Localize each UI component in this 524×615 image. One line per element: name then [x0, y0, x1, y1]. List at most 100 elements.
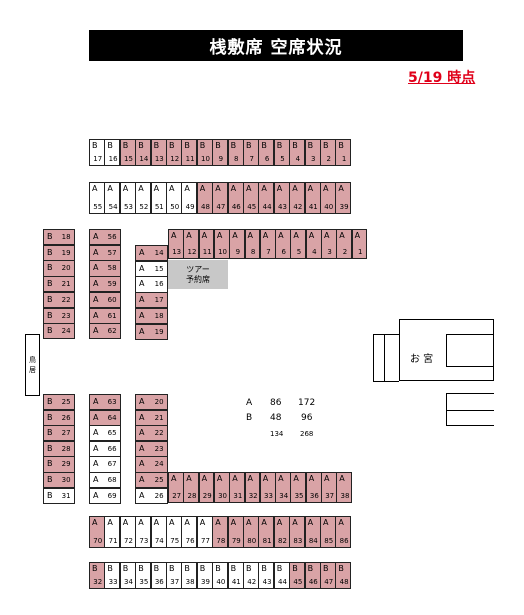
seat-a-10[interactable]: A10	[213, 229, 230, 259]
seat-a-53[interactable]: A53	[119, 182, 136, 214]
seat-a-82[interactable]: A82	[273, 516, 290, 548]
seat-b-1[interactable]: B1	[335, 139, 352, 166]
seat-b-39[interactable]: B39	[196, 562, 213, 589]
seat-a-50[interactable]: A50	[166, 182, 182, 214]
seat-a-25[interactable]: A25	[135, 472, 168, 489]
seat-b-34[interactable]: B34	[119, 562, 136, 589]
seat-a-41[interactable]: A41	[304, 182, 321, 214]
seat-a-13[interactable]: A13	[168, 229, 184, 259]
seat-b-19[interactable]: B19	[43, 244, 75, 261]
seat-b-40[interactable]: B40	[212, 562, 229, 589]
seat-a-54[interactable]: A54	[104, 182, 121, 214]
seat-a-18[interactable]: A18	[135, 307, 168, 325]
seat-a-12[interactable]: A12	[183, 229, 200, 259]
seat-a-19[interactable]: A19	[135, 323, 168, 340]
seat-a-69[interactable]: A69	[89, 487, 121, 504]
seat-b-45[interactable]: B45	[289, 562, 306, 589]
seat-a-62[interactable]: A62	[89, 323, 121, 340]
seat-b-37[interactable]: B37	[166, 562, 182, 589]
seat-a-1[interactable]: A1	[351, 229, 368, 259]
seat-a-11[interactable]: A11	[198, 229, 215, 259]
seat-b-35[interactable]: B35	[135, 562, 152, 589]
seat-a-20[interactable]: A20	[135, 394, 168, 411]
seat-b-44[interactable]: B44	[273, 562, 290, 589]
seat-a-32[interactable]: A32	[244, 472, 261, 503]
seat-a-80[interactable]: A80	[243, 516, 259, 548]
seat-a-63[interactable]: A63	[89, 394, 121, 411]
seat-a-64[interactable]: A64	[89, 409, 121, 426]
seat-a-67[interactable]: A67	[89, 456, 121, 473]
seat-b-24[interactable]: B24	[43, 323, 75, 340]
seat-a-17[interactable]: A17	[135, 292, 168, 309]
seat-b-29[interactable]: B29	[43, 456, 75, 473]
seat-a-28[interactable]: A28	[183, 472, 200, 503]
seat-b-17[interactable]: B17	[89, 139, 105, 166]
seat-a-35[interactable]: A35	[290, 472, 307, 503]
seat-a-81[interactable]: A81	[258, 516, 275, 548]
seat-a-55[interactable]: A55	[89, 182, 105, 214]
seat-a-38[interactable]: A38	[336, 472, 353, 503]
seat-a-8[interactable]: A8	[244, 229, 261, 259]
seat-b-16[interactable]: B16	[104, 139, 121, 166]
seat-b-38[interactable]: B38	[181, 562, 198, 589]
seat-b-42[interactable]: B42	[243, 562, 259, 589]
seat-a-22[interactable]: A22	[135, 425, 168, 442]
seat-a-70[interactable]: A70	[89, 516, 105, 548]
seat-a-49[interactable]: A49	[181, 182, 198, 214]
seat-b-41[interactable]: B41	[227, 562, 244, 589]
seat-a-16[interactable]: A16	[135, 276, 168, 293]
seat-a-44[interactable]: A44	[258, 182, 275, 214]
seat-b-36[interactable]: B36	[150, 562, 167, 589]
seat-a-45[interactable]: A45	[243, 182, 259, 214]
seat-a-3[interactable]: A3	[321, 229, 337, 259]
seat-a-78[interactable]: A78	[212, 516, 229, 548]
seat-a-60[interactable]: A60	[89, 291, 121, 309]
seat-b-22[interactable]: B22	[43, 291, 75, 309]
seat-b-4[interactable]: B4	[289, 139, 306, 166]
seat-a-66[interactable]: A66	[89, 440, 121, 457]
seat-b-9[interactable]: B9	[212, 139, 229, 166]
seat-a-43[interactable]: A43	[273, 182, 290, 214]
seat-b-48[interactable]: B48	[335, 562, 352, 589]
seat-a-24[interactable]: A24	[135, 456, 168, 473]
seat-b-21[interactable]: B21	[43, 276, 75, 293]
seat-b-11[interactable]: B11	[181, 139, 198, 166]
seat-a-71[interactable]: A71	[104, 516, 121, 548]
seat-a-34[interactable]: A34	[275, 472, 291, 503]
seat-b-26[interactable]: B26	[43, 409, 75, 426]
seat-a-56[interactable]: A56	[89, 229, 121, 246]
seat-a-21[interactable]: A21	[135, 409, 168, 426]
seat-b-7[interactable]: B7	[243, 139, 259, 166]
seat-b-2[interactable]: B2	[320, 139, 336, 166]
seat-b-20[interactable]: B20	[43, 260, 75, 277]
seat-a-46[interactable]: A46	[227, 182, 244, 214]
seat-a-26[interactable]: A26	[135, 487, 168, 504]
seat-a-29[interactable]: A29	[198, 472, 215, 503]
seat-b-12[interactable]: B12	[166, 139, 182, 166]
seat-a-5[interactable]: A5	[290, 229, 307, 259]
seat-a-85[interactable]: A85	[320, 516, 336, 548]
seat-a-76[interactable]: A76	[181, 516, 198, 548]
seat-a-40[interactable]: A40	[320, 182, 336, 214]
seat-a-77[interactable]: A77	[196, 516, 213, 548]
seat-b-3[interactable]: B3	[304, 139, 321, 166]
seat-b-43[interactable]: B43	[258, 562, 275, 589]
seat-a-27[interactable]: A27	[168, 472, 184, 503]
seat-a-51[interactable]: A51	[150, 182, 167, 214]
seat-b-32[interactable]: B32	[89, 562, 105, 589]
seat-a-74[interactable]: A74	[150, 516, 167, 548]
seat-b-30[interactable]: B30	[43, 472, 75, 489]
seat-b-47[interactable]: B47	[320, 562, 336, 589]
seat-a-4[interactable]: A4	[305, 229, 322, 259]
seat-a-2[interactable]: A2	[336, 229, 353, 259]
seat-a-84[interactable]: A84	[304, 516, 321, 548]
seat-b-15[interactable]: B15	[119, 139, 136, 166]
seat-a-48[interactable]: A48	[196, 182, 213, 214]
seat-b-27[interactable]: B27	[43, 425, 75, 442]
seat-b-28[interactable]: B28	[43, 440, 75, 457]
seat-a-6[interactable]: A6	[275, 229, 291, 259]
seat-a-68[interactable]: A68	[89, 472, 121, 489]
seat-a-14[interactable]: A14	[135, 245, 168, 262]
seat-b-46[interactable]: B46	[304, 562, 321, 589]
seat-b-6[interactable]: B6	[258, 139, 275, 166]
